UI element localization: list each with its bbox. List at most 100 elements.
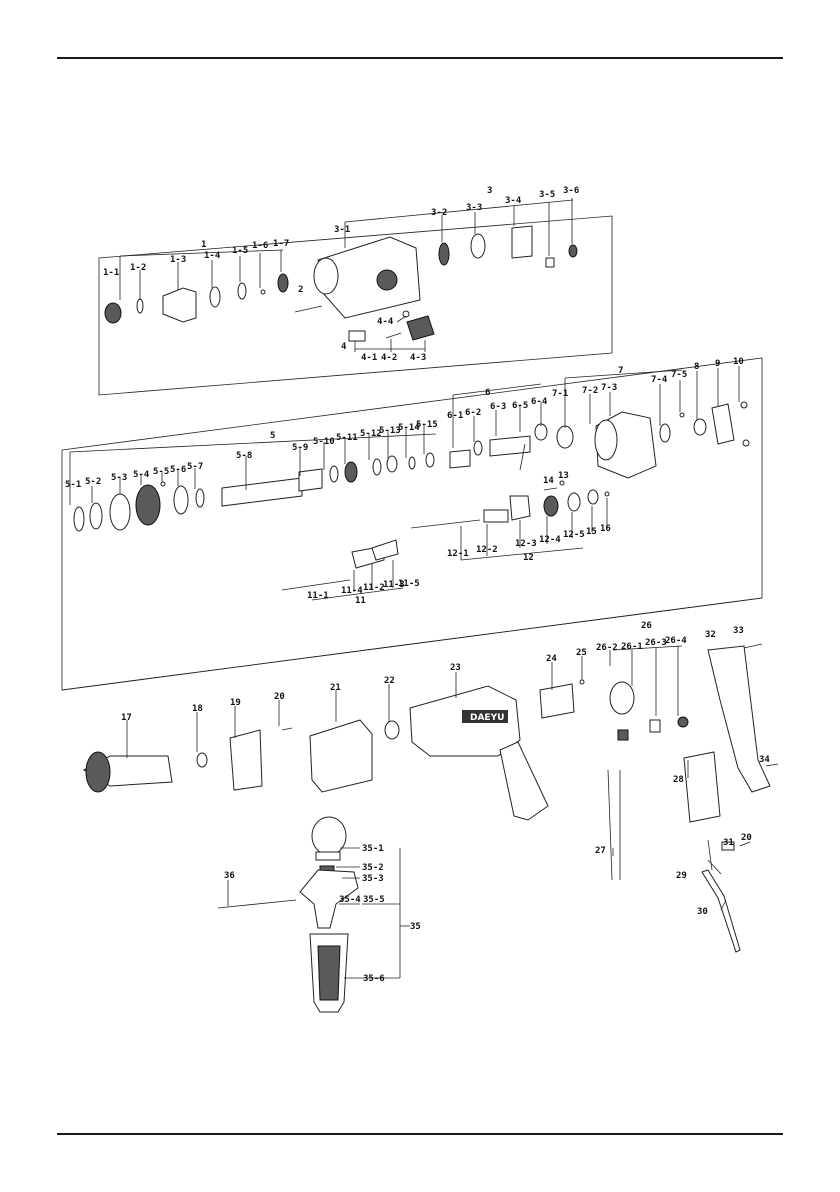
part-35-3-shape xyxy=(299,869,359,929)
part-11-1-shape xyxy=(281,579,351,591)
part-5-10-shape xyxy=(329,465,339,483)
leaders-gear xyxy=(69,366,740,505)
label-part-5-10: 5-10 xyxy=(313,437,335,447)
label-part-35-1: 35-1 xyxy=(362,844,384,854)
label-part-26-1: 26-1 xyxy=(621,642,643,652)
part-25-shape xyxy=(579,679,585,685)
part-15-shape xyxy=(587,489,599,505)
part-16-shape xyxy=(604,491,610,497)
part-labels: 1 1-1 1-2 1-3 1-4 1-5 1-6 1-7 2 3 3-1 3-… xyxy=(65,186,770,984)
part-4-2-shape xyxy=(385,332,402,339)
label-part-23: 23 xyxy=(450,663,461,673)
part-6-3-shape xyxy=(489,435,531,457)
part-6-1-shape xyxy=(449,449,471,469)
front-assembly xyxy=(104,225,578,342)
part-3-5-shape xyxy=(545,257,555,268)
part-1-6-shape xyxy=(260,289,266,295)
part-2-shape xyxy=(294,305,323,313)
part-6-4-shape xyxy=(534,423,548,441)
label-part-12-5: 12-5 xyxy=(563,530,585,540)
label-part-7-4: 7-4 xyxy=(651,375,668,385)
part-19-shape xyxy=(229,729,263,791)
label-part-33: 33 xyxy=(733,626,744,636)
label-part-5-5: 5-5 xyxy=(153,467,169,477)
label-part-5-15: 5-15 xyxy=(416,420,438,430)
label-part-2: 2 xyxy=(298,285,303,295)
label-part-5-8: 5-8 xyxy=(236,451,252,461)
label-part-20b: 20 xyxy=(741,833,752,843)
label-part-4-4: 4-4 xyxy=(377,317,394,327)
label-part-1-5: 1-5 xyxy=(232,246,248,256)
label-part-5-3: 5-3 xyxy=(111,473,127,483)
part-36-shape xyxy=(217,899,297,909)
label-part-1: 1 xyxy=(201,240,206,250)
part-29-shape xyxy=(707,839,713,871)
part-28-shape xyxy=(683,751,721,823)
label-part-26-3: 26-3 xyxy=(645,638,667,648)
part-5-2-shape xyxy=(89,502,103,530)
label-part-34: 34 xyxy=(759,755,770,765)
label-part-4-3: 4-3 xyxy=(410,353,426,363)
spindle-assembly xyxy=(281,480,610,591)
label-part-5: 5 xyxy=(270,431,275,441)
label-part-12-4: 12-4 xyxy=(539,535,561,545)
label-part-5-14: 5-14 xyxy=(398,423,420,433)
label-part-1-4: 1-4 xyxy=(204,251,221,261)
gear-assembly xyxy=(73,401,750,532)
part-7-4-shape xyxy=(659,423,671,443)
label-part-22: 22 xyxy=(384,676,395,686)
label-part-35-2: 35-2 xyxy=(362,863,384,873)
part-33-shape xyxy=(743,643,763,649)
label-part-17: 17 xyxy=(121,713,132,723)
part-27-wire-a xyxy=(607,769,613,881)
label-part-5-1: 5-1 xyxy=(65,480,81,490)
label-part-5-7: 5-7 xyxy=(187,462,203,472)
part-5-8-shape xyxy=(221,477,303,507)
part-5-9-shape xyxy=(298,468,323,492)
label-part-11-5: 11-5 xyxy=(398,579,420,589)
part-7-1-shape xyxy=(556,425,574,449)
label-part-35-3: 35-3 xyxy=(362,874,384,884)
label-part-7: 7 xyxy=(618,366,623,376)
part-4-3-shape xyxy=(406,315,435,341)
label-part-6-5: 6-5 xyxy=(512,401,528,411)
brand-logo: DAEYU xyxy=(470,713,504,723)
part-3-6-shape xyxy=(568,244,578,258)
label-part-28: 28 xyxy=(673,775,684,785)
label-part-11: 11 xyxy=(355,596,366,606)
part-5-6-shape xyxy=(173,485,189,515)
part-35-6-grip xyxy=(317,945,341,1001)
label-part-1-3: 1-3 xyxy=(170,255,186,265)
part-1-2-shape xyxy=(136,298,144,314)
part-24-shape xyxy=(539,683,575,719)
header-rule xyxy=(57,57,783,59)
part-35-1-shape xyxy=(311,816,347,856)
label-part-11-4: 11-4 xyxy=(341,586,363,596)
label-part-12: 12 xyxy=(523,553,534,563)
label-part-4-1: 4-1 xyxy=(361,353,377,363)
label-part-5-9: 5-9 xyxy=(292,443,308,453)
part-3-1-nose xyxy=(313,257,339,295)
leaders-motor xyxy=(126,645,727,911)
part-4-4-shape xyxy=(402,310,410,318)
part-5-1-shape xyxy=(73,506,85,532)
label-part-6: 6 xyxy=(485,388,490,398)
label-part-15: 15 xyxy=(586,527,597,537)
label-part-26-2: 26-2 xyxy=(596,643,618,653)
label-part-7-3: 7-3 xyxy=(601,383,617,393)
part-17-fan xyxy=(85,751,111,793)
part-7-5-shape xyxy=(679,412,685,418)
part-5-7-shape xyxy=(195,488,205,508)
label-part-9: 9 xyxy=(715,359,720,369)
part-1-5-shape xyxy=(237,282,247,300)
label-part-13: 13 xyxy=(558,471,569,481)
label-part-35-6: 35-6 xyxy=(363,974,385,984)
label-part-5-11: 5-11 xyxy=(336,433,358,443)
part-9-shape xyxy=(711,403,735,445)
label-part-3: 3 xyxy=(487,186,492,196)
leaders-side-handle xyxy=(227,847,410,979)
panel-front-assembly xyxy=(98,215,613,396)
part-7-2-shape xyxy=(594,419,618,461)
label-part-1-6: 1-6 xyxy=(252,241,268,251)
